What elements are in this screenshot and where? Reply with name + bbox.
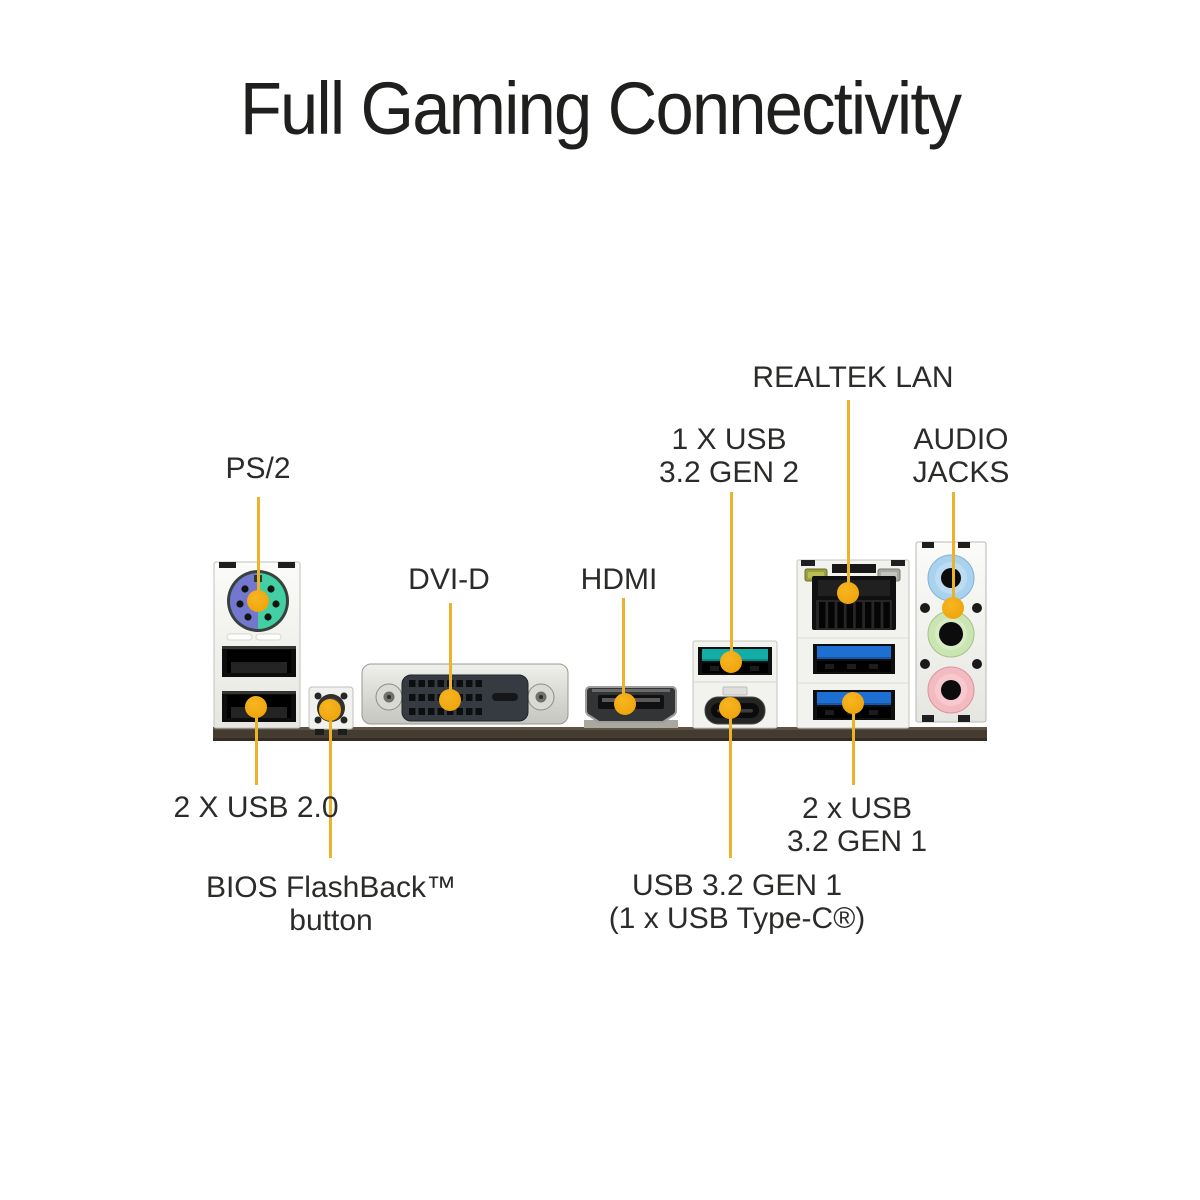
label-usb32gen1: 2 x USB 3.2 GEN 1 — [786, 792, 928, 858]
label-dvi: DVI-D — [408, 563, 490, 596]
dvi-leader-line — [448, 603, 452, 700]
usb32gen1-leader-dot — [842, 692, 864, 714]
label-hdmi: HDMI — [580, 563, 658, 596]
usb20-leader-line — [254, 707, 258, 785]
label-bios-flashback: BIOS FlashBack™ button — [205, 871, 457, 937]
usb32gen1-leader-line — [851, 703, 855, 785]
hdmi-leader-line — [621, 598, 625, 706]
audio-jack-line-in — [927, 554, 975, 602]
usb32gen1-port-1 — [813, 644, 895, 674]
usb20-port-1 — [222, 646, 296, 677]
typec-leader-line — [728, 708, 732, 858]
lan-leader-dot — [837, 582, 859, 604]
label-usb-typec: USB 3.2 GEN 1 (1 x USB Type-C®) — [608, 869, 866, 935]
page-title: Full Gaming Connectivity — [239, 67, 962, 150]
ps2-leader-dot — [247, 590, 269, 612]
audio-leader-line — [951, 492, 955, 608]
usb32gen2-leader-line — [729, 492, 733, 662]
usb32gen2-leader-dot — [720, 651, 742, 673]
audio-jacks-block — [915, 541, 987, 723]
typec-leader-dot — [719, 697, 741, 719]
audio-leader-dot — [942, 597, 964, 619]
audio-jack-mic — [927, 666, 975, 714]
label-realtek-lan: REALTEK LAN — [752, 361, 954, 394]
dvi-d-port — [361, 663, 569, 725]
usb20-leader-dot — [245, 696, 267, 718]
dvi-leader-dot — [439, 689, 461, 711]
label-ps2: PS/2 — [225, 452, 291, 485]
ps2-leader-line — [256, 497, 260, 601]
lan-leader-line — [846, 400, 850, 593]
lan-port — [804, 564, 901, 630]
label-audio-jacks: AUDIO JACKS — [912, 423, 1010, 489]
label-usb20: 2 X USB 2.0 — [173, 791, 339, 824]
hdmi-leader-dot — [614, 693, 636, 715]
pcb-edge — [213, 727, 987, 741]
lan-usb32gen1-block — [796, 559, 910, 729]
bios-leader-dot — [319, 699, 341, 721]
bios-leader-line — [328, 712, 332, 858]
audio-jack-line-out — [927, 610, 975, 658]
label-usb32gen2: 1 X USB 3.2 GEN 2 — [658, 423, 800, 489]
